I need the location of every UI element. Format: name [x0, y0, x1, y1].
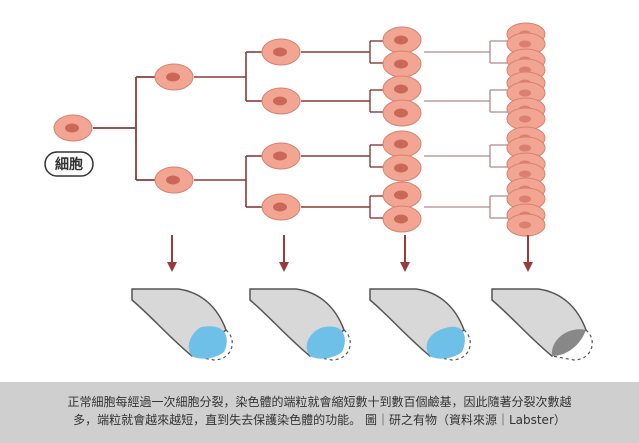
- telomere-cap: [188, 326, 227, 359]
- telomere-diagram: 細胞: [44, 22, 593, 361]
- cell-gen4-group: [506, 126, 546, 186]
- cell-gen4-nucleus: [519, 195, 531, 203]
- lost-region-outline: [191, 329, 233, 361]
- telomere-1: [131, 288, 233, 361]
- telomere-cap: [426, 326, 465, 359]
- cell-gen2-4: [261, 193, 301, 221]
- arrow-head-2: [279, 262, 289, 272]
- arrow-head-1: [167, 262, 177, 272]
- lost-region-outline: [309, 329, 351, 361]
- telomere-cap-lost: [551, 329, 586, 356]
- cell-gen3-5: [382, 130, 422, 158]
- cell-gen3-3: [382, 75, 422, 103]
- cell-gen4-nucleus: [519, 144, 531, 152]
- telomere-cap: [306, 326, 345, 359]
- cell-gen3-1: [382, 26, 422, 54]
- cell-gen3-6: [382, 154, 422, 182]
- cell-nucleus: [394, 190, 408, 200]
- cell-nucleus: [394, 139, 408, 149]
- cell-nucleus: [394, 163, 408, 173]
- cell-nucleus: [394, 214, 408, 224]
- cell-gen3-7: [382, 181, 422, 209]
- cell-nucleus: [394, 59, 408, 69]
- division-branches: [93, 40, 508, 219]
- telomere-2: [249, 288, 351, 361]
- cell-nucleus: [394, 35, 408, 45]
- cell-gen0: [53, 114, 93, 142]
- cell-gen1-b: [154, 166, 194, 194]
- caption-line-2: 多，端粒就會越來越短，直到失去保護染色體的功能。 圖｜研之有物（資料來源｜Lab…: [73, 413, 566, 427]
- cell-label: 細胞: [55, 156, 83, 173]
- cell-gen4-nucleus: [519, 170, 531, 178]
- lost-region-outline: [551, 329, 593, 361]
- cell-gen4-nucleus: [519, 115, 531, 123]
- cell-gen3-8: [382, 205, 422, 233]
- cell-gen2-3: [261, 142, 301, 170]
- cell-nucleus: [394, 84, 408, 94]
- lost-region-outline: [429, 329, 471, 361]
- telomere-illustrations: [131, 288, 593, 361]
- cell-gen4-nucleus: [519, 40, 531, 48]
- cell-nucleus: [166, 175, 180, 185]
- cell-gen3-2: [382, 50, 422, 78]
- cell-gen4-group: [506, 177, 546, 237]
- cell-nucleus: [166, 72, 180, 82]
- cell-label-box: [44, 151, 94, 177]
- cell-gen2-1: [261, 38, 301, 66]
- cell-nucleus: [273, 151, 287, 161]
- cell-gen4-group: [506, 22, 546, 82]
- cell-gen4-nucleus: [519, 89, 531, 97]
- cell-gen3-4: [382, 99, 422, 127]
- cell-gen2-2: [261, 87, 301, 115]
- cell-tree: [53, 22, 546, 237]
- arrow-head-4: [523, 262, 533, 272]
- cell-nucleus: [65, 123, 79, 133]
- arrows: [167, 235, 533, 272]
- cell-gen4-group: [506, 71, 546, 131]
- cell-label-badge: 細胞: [44, 151, 94, 177]
- caption-line-1: 正常細胞每經過一次細胞分裂，染色體的端粒就會縮短數十到數百個鹼基，因此隨著分裂次…: [67, 395, 572, 409]
- caption: 正常細胞每經過一次細胞分裂，染色體的端粒就會縮短數十到數百個鹼基，因此隨著分裂次…: [0, 382, 639, 443]
- arrow-head-3: [400, 262, 410, 272]
- telomere-3: [369, 288, 471, 361]
- cell-nucleus: [394, 108, 408, 118]
- cell-nucleus: [273, 202, 287, 212]
- telomere-4: [491, 288, 593, 361]
- cell-nucleus: [273, 96, 287, 106]
- cell-nucleus: [273, 47, 287, 57]
- cell-gen1-a: [154, 63, 194, 91]
- cell-gen4-nucleus: [519, 221, 531, 229]
